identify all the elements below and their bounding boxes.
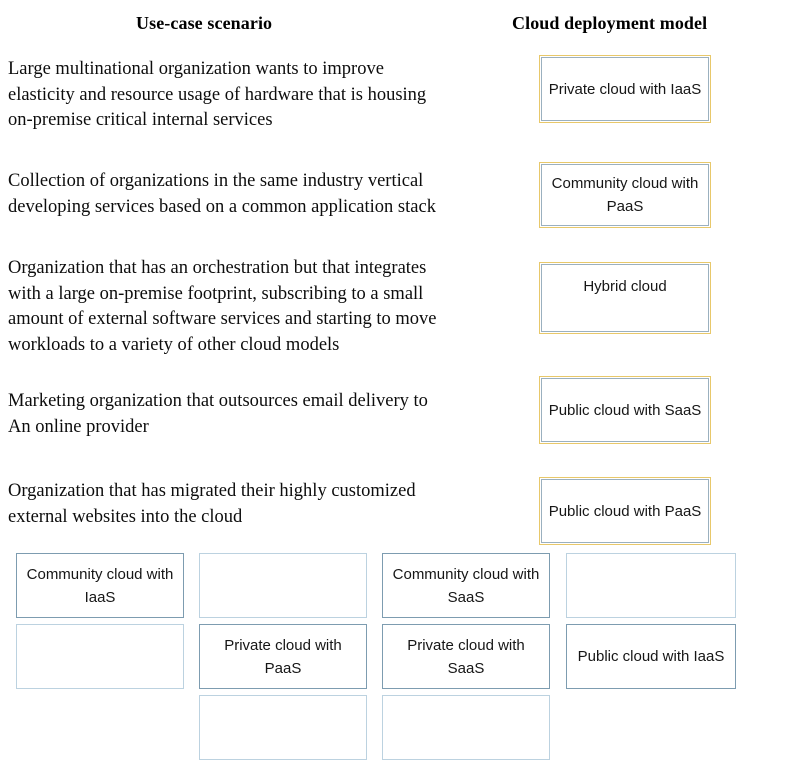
option-tile-empty-r1c4[interactable] xyxy=(566,553,736,618)
option-tile-empty-r2c1[interactable] xyxy=(16,624,184,689)
option-tile-private-cloud-with-saas[interactable]: Private cloud with SaaS xyxy=(382,624,550,689)
answer-slot-5[interactable]: Public cloud with PaaS xyxy=(539,477,711,545)
column-header-use-case-scenario: Use-case scenario xyxy=(136,13,273,33)
scenario-line: amount of external software services and… xyxy=(8,309,437,329)
answer-slot-4-frame: Public cloud with SaaS xyxy=(541,378,709,442)
option-tile-empty-r3c2[interactable] xyxy=(199,695,367,760)
option-tile-label: Private cloud with SaaS xyxy=(407,636,525,677)
option-tile-label: Community cloud with IaaS xyxy=(26,565,174,606)
answer-slot-3[interactable]: Hybrid cloud xyxy=(539,262,711,334)
answer-slot-4[interactable]: Public cloud with SaaS xyxy=(539,376,711,444)
scenario-line: on-premise critical internal services xyxy=(8,110,273,130)
scenario-line: elasticity and resource usage of hardwar… xyxy=(8,84,427,105)
scenario-text-2: Collection of organizations in the same … xyxy=(8,169,518,220)
scenario-line: workloads to a variety of other cloud mo… xyxy=(8,334,340,355)
scenario-line: Collection of organizations in the same … xyxy=(8,171,424,191)
scenario-text-1: Large multinational organization wants t… xyxy=(8,57,518,134)
answer-slot-1-frame: Private cloud with IaaS xyxy=(541,57,709,121)
option-tile-empty-r3c3[interactable] xyxy=(382,695,550,760)
option-tile-label: Public cloud with IaaS xyxy=(577,648,725,665)
scenario-line: external websites into the cloud xyxy=(8,506,243,527)
answer-slot-5-frame: Public cloud with PaaS xyxy=(541,479,709,543)
scenario-text-3: Organization that has an orchestration b… xyxy=(8,256,518,358)
scenario-line: An online provider xyxy=(8,416,149,437)
scenario-text-4: Marketing organization that outsources e… xyxy=(8,389,518,440)
scenario-line: developing services based on a common ap… xyxy=(8,196,436,217)
scenario-line: Large multinational organization wants t… xyxy=(8,59,384,79)
scenario-text-5: Organization that has migrated their hig… xyxy=(8,479,518,530)
option-tile-community-cloud-with-iaas[interactable]: Community cloud with IaaS xyxy=(16,553,184,618)
answer-slot-2[interactable]: Community cloud with PaaS xyxy=(539,162,711,228)
option-tile-empty-r1c2[interactable] xyxy=(199,553,367,618)
option-tile-private-cloud-with-paas[interactable]: Private cloud with PaaS xyxy=(199,624,367,689)
option-tile-community-cloud-with-saas[interactable]: Community cloud with SaaS xyxy=(382,553,550,618)
option-tile-label: Private cloud with PaaS xyxy=(224,636,342,677)
scenario-line: Organization that has migrated their hig… xyxy=(8,481,416,501)
column-header-cloud-deployment-model: Cloud deployment model xyxy=(512,13,708,33)
answer-slot-5-label: Public cloud with PaaS xyxy=(548,502,702,520)
answer-slot-2-label: Community cloud with PaaS xyxy=(551,175,699,215)
answer-slot-1[interactable]: Private cloud with IaaS xyxy=(539,55,711,123)
scenario-line: Marketing organization that outsources e… xyxy=(8,391,428,411)
scenario-line: Organization that has an orchestration b… xyxy=(8,258,427,278)
answer-slot-3-frame: Hybrid cloud xyxy=(541,264,709,332)
answer-slot-2-frame: Community cloud with PaaS xyxy=(541,164,709,226)
option-tile-public-cloud-with-iaas[interactable]: Public cloud with IaaS xyxy=(566,624,736,689)
option-tile-label: Community cloud with SaaS xyxy=(392,565,540,606)
answer-slot-1-label: Private cloud with IaaS xyxy=(548,80,702,98)
answer-slot-4-label: Public cloud with SaaS xyxy=(548,401,702,419)
answer-slot-3-label: Hybrid cloud xyxy=(583,278,667,295)
scenario-line: with a large on-premise footprint, subsc… xyxy=(8,283,424,304)
